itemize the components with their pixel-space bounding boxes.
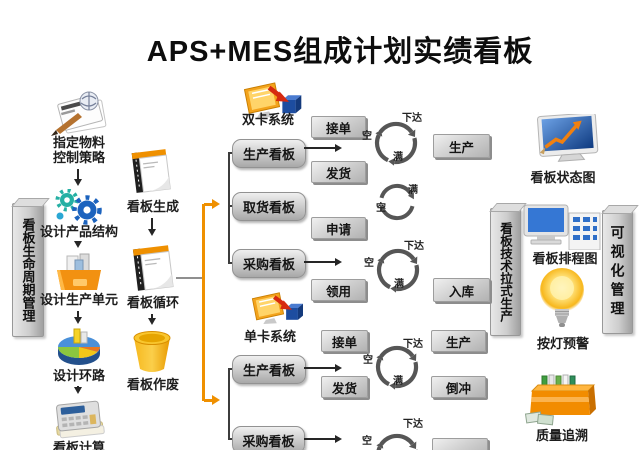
production-unit-label: 设计生产单元: [39, 292, 118, 307]
quality-trace-label: 质量追溯: [535, 428, 588, 443]
material-strategy-label: 指定物料 控制策略: [40, 135, 118, 166]
kanban-cycle-icon: [369, 339, 425, 395]
cycle-empty-label: 空: [364, 258, 374, 269]
bulb-icon: [540, 266, 584, 334]
pull-production-bar-label: 看板技术拉式生产: [498, 222, 512, 322]
cycle-empty-label: 空: [363, 355, 373, 366]
down-arrow: [147, 314, 156, 325]
cycle-full-label: 满: [408, 185, 418, 196]
cycle-full-label: 满: [393, 152, 403, 163]
material-strategy-line1: 指定物料: [52, 135, 105, 150]
bucket-icon: [131, 328, 173, 374]
down-arrow: [73, 311, 82, 324]
right-arrow: [304, 363, 342, 372]
down-arrow: [73, 241, 82, 248]
status-chart-icon: [525, 114, 599, 166]
gears-icon: [51, 189, 107, 225]
single-purchase-kanban-box: 采购看板: [232, 426, 305, 450]
notepad-icon: [126, 146, 176, 196]
kanban-cycle-icon: [370, 242, 426, 298]
visual-management-bar: 可视化管理: [602, 210, 633, 334]
andon-alert-label: 按灯预警: [536, 336, 589, 351]
kanban-calculation-label: 看板计算: [52, 440, 105, 450]
dual-card-system-label: 双卡系统: [241, 112, 294, 127]
cycle-full-label: 满: [394, 279, 404, 290]
design-loop-label: 设计环路: [52, 368, 105, 383]
cycle-empty-label: 空: [362, 436, 372, 447]
kanban-cycle-icon: [369, 427, 425, 450]
orange-arrow-to-dual-group: [204, 199, 220, 209]
cycle-empty-label: 空: [376, 203, 386, 214]
kanban-circulate-label: 看板循环: [126, 295, 179, 310]
single-card-system-label: 单卡系统: [243, 329, 296, 344]
calculator-icon: [50, 397, 108, 441]
orange-arrow-to-single-group: [204, 395, 220, 405]
cycle-full-label: 满: [393, 376, 403, 387]
cycle-issue-label: 下达: [403, 419, 423, 430]
dual-purchase-kanban-box: 采购看板: [232, 249, 306, 278]
cycle-issue-label: 下达: [402, 113, 422, 124]
right-arrow: [304, 434, 342, 443]
dual-apply-box: 申请: [311, 217, 366, 239]
bracket-stub: [228, 152, 233, 154]
kanban-discard-label: 看板作废: [126, 377, 179, 392]
page-title: APS+MES组成计划实绩看板: [146, 36, 534, 68]
kanban-cycle-icon: [373, 180, 421, 224]
dual-produce-box: 生产: [433, 134, 490, 158]
orange-connector-line: [202, 204, 205, 401]
document-pen-icon: [48, 90, 110, 136]
kanban-cycle-icon: [368, 115, 424, 171]
bracket-stub: [228, 205, 233, 207]
cycle-issue-label: 下达: [404, 241, 424, 252]
toolbox-icon: [51, 252, 107, 292]
dual-receive-order-box: 接单: [311, 116, 366, 138]
pie-chart-icon: [54, 327, 104, 367]
dual-production-kanban-box: 生产看板: [232, 139, 306, 168]
bracket-stub: [228, 262, 233, 264]
single-group-bracket: [228, 368, 230, 439]
dual-ship-box: 发货: [311, 161, 366, 183]
crate-icon: [524, 371, 596, 429]
visual-management-bar-label: 可视化管理: [609, 224, 626, 320]
schedule-chart-icon: [523, 204, 601, 250]
product-structure-label: 设计产品结构: [39, 224, 118, 239]
lifecycle-management-bar-label: 看板生命周期管理: [20, 218, 36, 322]
notepad-icon: [127, 242, 179, 294]
single-produce-box: 生产: [431, 330, 486, 352]
schedule-chart-label: 看板排程图: [532, 251, 598, 266]
single-production-kanban-box: 生产看板: [232, 355, 306, 384]
right-arrow: [304, 257, 342, 266]
cycle-empty-label: 空: [362, 131, 372, 142]
single-receive-order-box: 接单: [321, 330, 368, 352]
single-backflush-box: 倒冲: [431, 376, 486, 398]
kanban-generate-label: 看板生成: [126, 199, 179, 214]
pull-production-bar: 看板技术拉式生产: [490, 208, 521, 336]
dual-requisition-box: 领用: [311, 279, 366, 301]
right-arrow: [304, 143, 342, 152]
connector-line: [176, 277, 203, 279]
process-box-partial: [432, 438, 488, 450]
dual-group-bracket: [228, 152, 230, 263]
status-chart-label: 看板状态图: [530, 170, 596, 185]
single-ship-box: 发货: [321, 376, 368, 398]
bracket-stub: [228, 438, 233, 440]
single-card-system-icon: [249, 291, 303, 325]
lifecycle-management-bar: 看板生命周期管理: [12, 203, 44, 337]
down-arrow: [73, 169, 82, 186]
dual-pickup-kanban-box: 取货看板: [232, 192, 306, 221]
cycle-issue-label: 下达: [403, 339, 423, 350]
dual-stock-in-box: 入库: [433, 278, 490, 302]
bracket-stub: [228, 368, 233, 370]
down-arrow: [73, 386, 82, 394]
material-strategy-line2: 控制策略: [52, 149, 105, 165]
down-arrow: [147, 218, 156, 236]
dual-card-system-icon: [240, 82, 302, 118]
